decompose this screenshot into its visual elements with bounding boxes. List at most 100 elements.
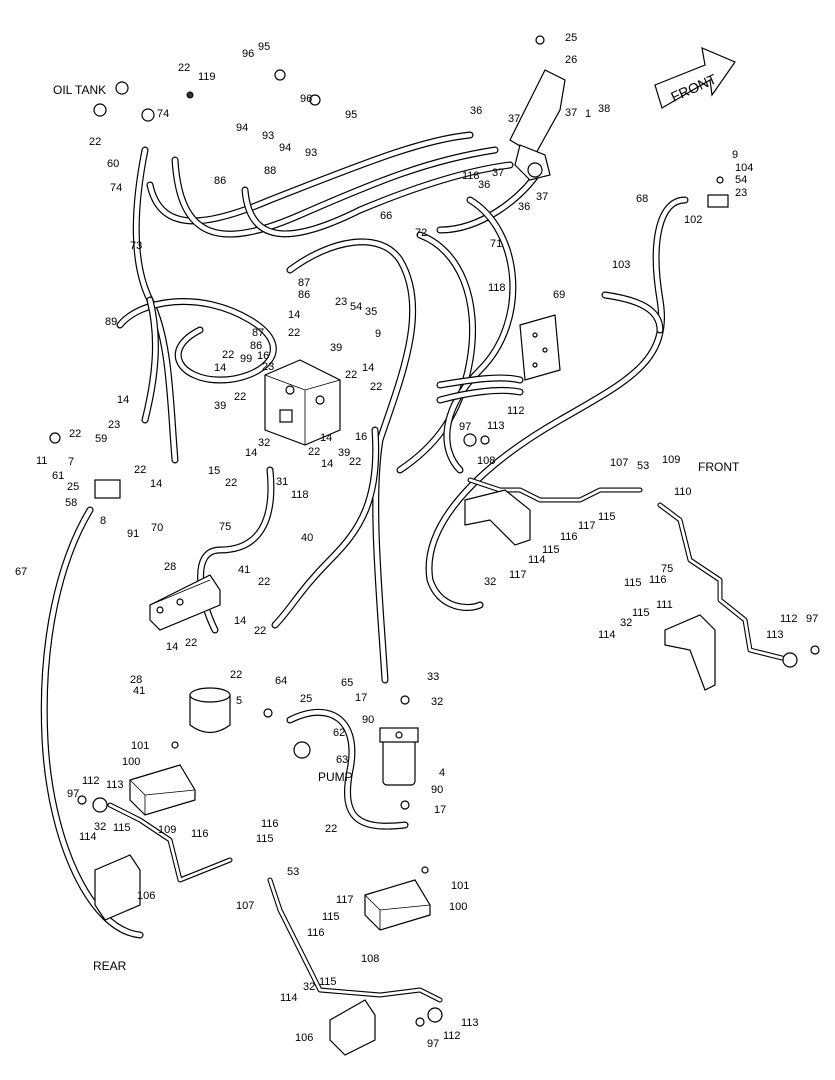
callout-number: 31 — [276, 476, 288, 488]
callout-number: 95 — [258, 41, 270, 53]
callout-number: 100 — [122, 756, 140, 768]
callout-number: 14 — [166, 641, 178, 653]
callout-number: 65 — [341, 677, 353, 689]
callout-number: 101 — [131, 740, 149, 752]
callout-number: 54 — [735, 174, 747, 186]
callout-number: 97 — [806, 613, 818, 625]
callout-number: 16 — [257, 350, 269, 362]
control-valve-block — [264, 359, 341, 446]
callout-number: 40 — [301, 532, 313, 544]
callout-number: 26 — [565, 54, 577, 66]
callout-number: 116 — [191, 828, 209, 840]
callout-number: 11 — [36, 455, 47, 467]
callout-number: 22 — [89, 136, 101, 148]
pedal-bracket — [509, 69, 566, 181]
callout-number: 90 — [431, 784, 443, 796]
callout-number: 22 — [325, 823, 337, 835]
mount-bracket-110 — [464, 489, 531, 546]
callout-number: 14 — [288, 309, 300, 321]
callout-number: 22 — [230, 669, 242, 681]
callout-number: 32 — [484, 576, 496, 588]
oil-tank-label: OIL TANK — [53, 83, 106, 97]
callout-number: 28 — [130, 674, 142, 686]
callout-number: 111 — [656, 599, 673, 611]
callout-number: 90 — [362, 714, 374, 726]
callout-number: 87 — [252, 327, 264, 339]
callout-number: 72 — [415, 227, 427, 239]
callout-number: 110 — [674, 486, 692, 498]
callout-number: 32 — [620, 617, 632, 629]
callout-number: 108 — [477, 455, 495, 467]
callout-number: 22 — [370, 381, 382, 393]
manifold-block — [149, 574, 221, 631]
callout-number: 25 — [67, 481, 79, 493]
callout-number: 91 — [127, 528, 139, 540]
callout-number: 69 — [553, 289, 565, 301]
callout-number: 95 — [345, 109, 357, 121]
callout-number: 22 — [254, 625, 266, 637]
rear-label: REAR — [93, 959, 127, 973]
callout-number: 108 — [361, 953, 379, 965]
callout-number: 101 — [451, 880, 469, 892]
callout-number: 64 — [275, 675, 287, 687]
callout-number: 32 — [258, 437, 270, 449]
callout-number: 100 — [449, 901, 467, 913]
callout-number: 112 — [443, 1030, 461, 1042]
callout-number: 109 — [158, 824, 176, 836]
accumulator — [189, 687, 231, 734]
callout-number: 93 — [262, 130, 274, 142]
callout-number: 73 — [130, 240, 142, 252]
callout-number: 86 — [214, 175, 226, 187]
callout-number: 93 — [305, 147, 317, 159]
callout-number: 25 — [300, 693, 312, 705]
callout-number: 22 — [222, 349, 234, 361]
callout-number: 61 — [52, 470, 64, 482]
callout-number: 106 — [137, 890, 155, 902]
callout-number: 53 — [637, 460, 649, 472]
callout-number: 22 — [288, 327, 300, 339]
callout-number: 32 — [431, 696, 443, 708]
callout-number: 15 — [208, 465, 220, 477]
callout-number: 107 — [610, 457, 628, 469]
callout-number: 16 — [355, 431, 367, 443]
callout-number: 115 — [319, 976, 337, 988]
callout-number: 17 — [434, 804, 446, 816]
hoses — [40, 131, 689, 939]
callout-number: 38 — [598, 103, 610, 115]
callout-number: 23 — [735, 187, 747, 199]
callout-number: 22 — [225, 477, 237, 489]
callout-number: 74 — [110, 182, 122, 194]
callout-number: 115 — [542, 544, 560, 556]
callout-number: 116 — [261, 818, 279, 830]
callout-number: 118 — [291, 489, 309, 501]
line-filter — [379, 727, 419, 786]
callout-number: 112 — [780, 613, 798, 625]
callout-number: 39 — [214, 400, 226, 412]
callout-number: 22 — [134, 464, 146, 476]
callout-number: 5 — [236, 695, 242, 707]
callout-number: 114 — [79, 831, 97, 843]
callout-number: 113 — [766, 629, 784, 641]
callout-number: 36 — [478, 179, 490, 191]
valve-plate — [519, 314, 561, 381]
callout-number: 22 — [345, 369, 357, 381]
callout-number: 67 — [15, 566, 27, 578]
callout-number: 115 — [624, 577, 642, 589]
callout-number: 97 — [427, 1038, 439, 1050]
callout-number: 62 — [333, 727, 345, 739]
callout-number: 86 — [298, 289, 310, 301]
callout-number: 22 — [178, 62, 190, 74]
callout-number: 68 — [636, 193, 648, 205]
callout-number: 14 — [150, 478, 162, 490]
callout-number: 97 — [459, 421, 471, 433]
callout-number: 117 — [578, 520, 596, 532]
callout-number: 96 — [242, 48, 254, 60]
callout-number: 75 — [219, 521, 231, 533]
mount-bracket-111 — [664, 614, 716, 691]
callout-number: 86 — [250, 340, 262, 352]
callout-number: 22 — [258, 576, 270, 588]
callout-number: 53 — [287, 866, 299, 878]
callout-number: 41 — [238, 564, 250, 576]
